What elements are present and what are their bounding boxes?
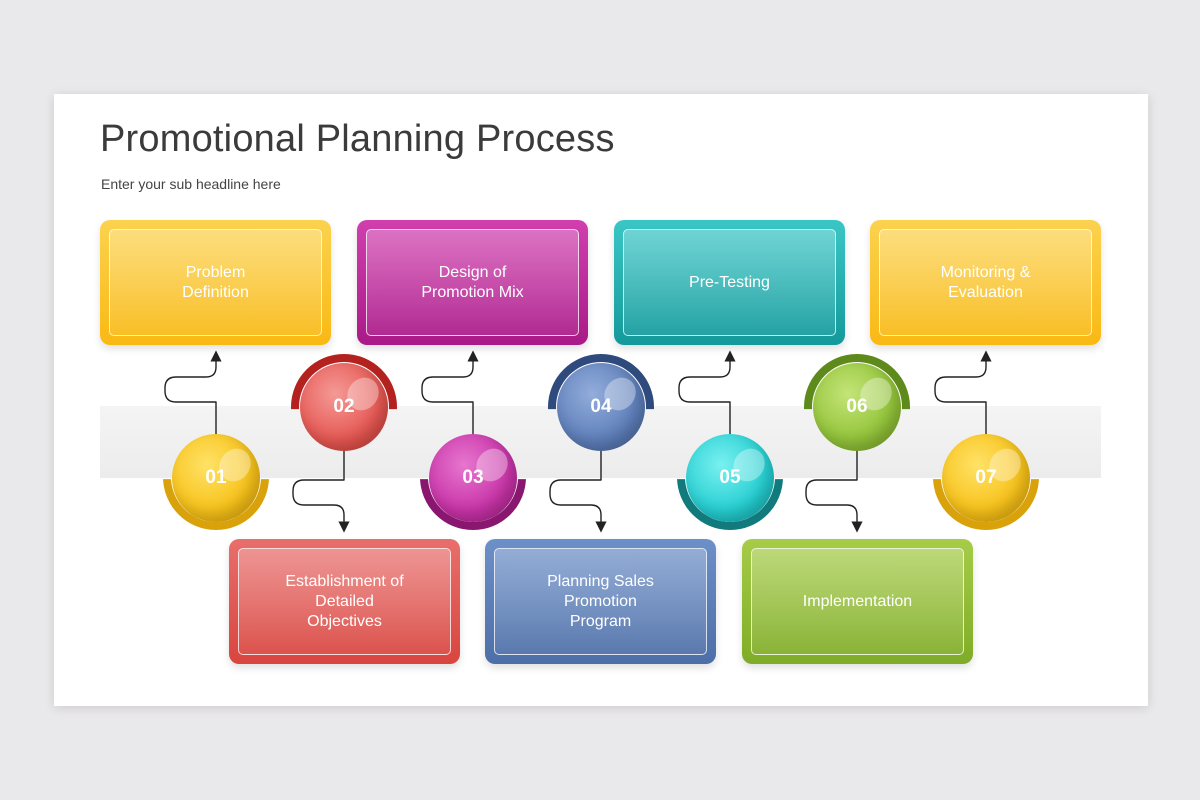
step-box-4: Planning Sales Promotion Program: [485, 539, 716, 664]
step-number-01: 01: [205, 467, 227, 488]
step-label-3: Design of Promotion Mix: [421, 263, 524, 301]
step-marker-01: 01: [172, 434, 260, 522]
step-box-2: Establishment of Detailed Objectives: [229, 539, 460, 664]
page-subtitle: Enter your sub headline here: [101, 176, 281, 192]
step-label-7: Monitoring & Evaluation: [940, 263, 1031, 301]
step-marker-07: 07: [942, 434, 1030, 522]
step-label-5: Pre-Testing: [689, 273, 770, 291]
step-number-04: 04: [590, 396, 612, 417]
step-marker-05: 05: [686, 434, 774, 522]
step-label-6: Implementation: [802, 592, 913, 610]
step-number-06: 06: [846, 396, 868, 417]
step-number-05: 05: [719, 467, 741, 488]
step-box-6: Implementation: [742, 539, 973, 664]
step-marker-02: 02: [300, 363, 388, 451]
step-box-5: Pre-Testing: [614, 220, 845, 345]
step-marker-03: 03: [429, 434, 517, 522]
step-marker-06: 06: [813, 363, 901, 451]
step-number-02: 02: [333, 396, 355, 417]
step-number-07: 07: [975, 467, 997, 488]
step-label-2: Establishment of Detailed Objectives: [285, 572, 404, 630]
page-title: Promotional Planning Process: [100, 118, 615, 160]
step-label-1: Problem Definition: [182, 263, 249, 301]
step-box-3: Design of Promotion Mix: [357, 220, 588, 345]
step-box-1: Problem Definition: [100, 220, 331, 345]
step-number-03: 03: [462, 467, 484, 488]
step-marker-04: 04: [557, 363, 645, 451]
step-label-4: Planning Sales Promotion Program: [547, 572, 654, 630]
step-box-7: Monitoring & Evaluation: [870, 220, 1101, 345]
